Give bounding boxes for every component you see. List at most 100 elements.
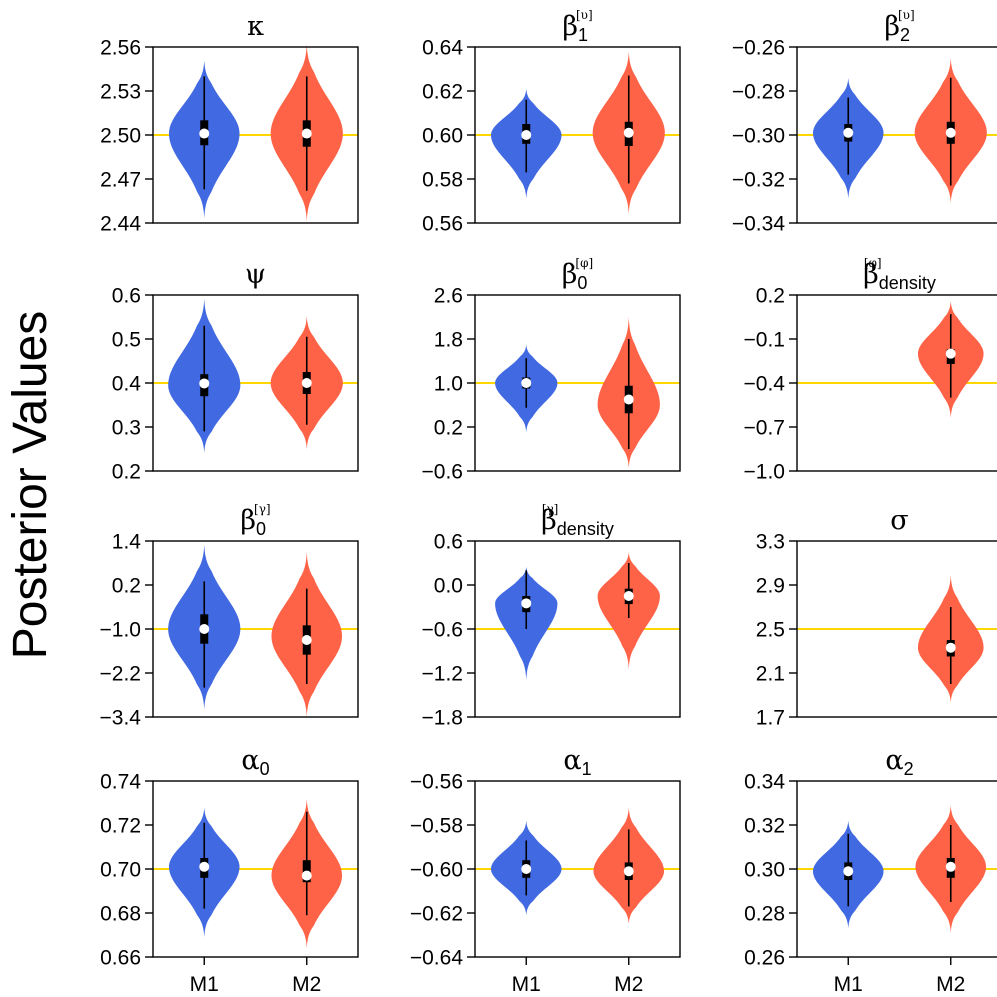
y-tick-label: 2.53 xyxy=(100,81,141,104)
panel-title-base: α xyxy=(241,745,259,776)
median-point-m2 xyxy=(623,394,634,405)
y-tick-label: 0.32 xyxy=(744,815,785,838)
panel-title-superscript: [υ] xyxy=(898,8,915,22)
y-tick-label: 0.2 xyxy=(112,575,141,598)
panel-title: βdensity[γ] xyxy=(541,502,614,539)
y-tick-label: 0.26 xyxy=(744,947,785,970)
panel-2: β1[υ]0.560.580.600.620.64 xyxy=(422,8,681,236)
y-tick-label: 0.56 xyxy=(422,213,463,236)
panel-title: β0[φ] xyxy=(562,256,593,293)
panel-8: βdensity[γ]−1.8−1.2−0.60.00.6 xyxy=(422,502,681,730)
panel-title: β1[υ] xyxy=(562,8,592,45)
median-point-m1 xyxy=(521,598,532,609)
median-point-m1 xyxy=(199,624,210,634)
median-point-m1 xyxy=(521,378,532,388)
y-tick-label: 1.8 xyxy=(434,329,463,352)
y-tick-label: 0.64 xyxy=(422,37,463,60)
panel-title-subscript: 1 xyxy=(578,25,588,45)
y-tick-label: −1.8 xyxy=(422,707,463,730)
x-tick-label: M1 xyxy=(190,973,219,996)
y-tick-label: 0.3 xyxy=(112,417,141,440)
y-tick-label: 0.2 xyxy=(756,285,785,308)
y-tick-label: 2.1 xyxy=(756,663,785,686)
panel-title: α2 xyxy=(885,745,913,779)
panel-title-base: κ xyxy=(247,11,264,42)
y-tick-label: 2.44 xyxy=(100,213,141,236)
y-tick-label: −3.4 xyxy=(100,707,142,730)
y-tick-label: 2.5 xyxy=(756,619,785,642)
y-tick-label: 0.5 xyxy=(112,329,141,352)
x-tick-label: M1 xyxy=(512,973,541,996)
median-point-m1 xyxy=(199,861,210,872)
panel-title-subscript: 2 xyxy=(904,759,914,779)
panel-title-subscript: 0 xyxy=(577,273,587,293)
panel-title-base: β xyxy=(240,505,256,536)
y-tick-label: 2.47 xyxy=(100,169,141,192)
y-tick-label: −0.6 xyxy=(422,619,463,642)
panel-6: βdensity[φ]−1.0−0.7−0.4−0.10.2 xyxy=(744,256,997,484)
panel-1: κ 2.44 2.47 2.50 2.53 2.56 xyxy=(100,11,359,236)
panel-title-base: β xyxy=(884,11,900,42)
median-point-m1 xyxy=(521,130,532,140)
y-tick-label: −0.32 xyxy=(732,169,785,192)
median-point-m2 xyxy=(945,861,956,872)
y-tick-label: 2.50 xyxy=(100,125,141,148)
panel-title-subscript: density xyxy=(557,519,614,539)
median-point-m2 xyxy=(945,642,956,653)
panel-title-base: α xyxy=(885,745,903,776)
y-tick-label: −0.26 xyxy=(732,37,785,60)
panel-title: α1 xyxy=(563,745,591,779)
panel-title: ψ xyxy=(245,259,266,290)
y-tick-label: −0.7 xyxy=(744,417,785,440)
y-tick-label: 0.60 xyxy=(422,125,463,148)
panel-title-base: σ xyxy=(890,505,908,536)
y-tick-label: 0.68 xyxy=(100,903,141,926)
panel-7: β0[γ]−3.4−2.2−1.00.21.4 xyxy=(100,502,359,730)
y-tick-label: 0.72 xyxy=(100,815,141,838)
y-tick-label: −0.4 xyxy=(744,373,786,396)
median-point-m2 xyxy=(301,378,312,388)
median-point-m2 xyxy=(945,127,956,138)
panel-title: σ xyxy=(890,505,908,536)
median-point-m2 xyxy=(301,870,312,881)
y-tick-label: 0.58 xyxy=(422,169,463,192)
y-tick-label: 2.56 xyxy=(100,37,141,60)
panel-title-superscript: [φ] xyxy=(864,256,882,270)
y-tick-label: 0.28 xyxy=(744,903,785,926)
y-tick-label: 0.34 xyxy=(744,771,785,794)
panel-3: β2[υ]−0.34−0.32−0.30−0.28−0.26 xyxy=(732,8,997,236)
median-point-m2 xyxy=(301,635,312,645)
panel-title-subscript: 2 xyxy=(900,25,910,45)
y-tick-label: 2.9 xyxy=(756,575,785,598)
y-tick-label: −0.62 xyxy=(410,903,463,926)
panel-title-subscript: 0 xyxy=(260,759,270,779)
panel-title-subscript: density xyxy=(879,273,936,293)
y-tick-label: 0.30 xyxy=(744,859,785,882)
y-tick-label: −0.6 xyxy=(422,461,463,484)
panel-title-subscript: 1 xyxy=(582,759,592,779)
panel-9: σ1.72.12.52.93.3 xyxy=(756,505,997,730)
y-axis-label: Posterior Values xyxy=(4,311,57,660)
y-tick-label: −0.28 xyxy=(732,81,785,104)
y-tick-label: −2.2 xyxy=(100,663,141,686)
panel-5: β0[φ]−0.60.21.01.82.6 xyxy=(422,256,681,484)
y-tick-label: 0.4 xyxy=(112,373,142,396)
panel-title: κ xyxy=(247,11,264,42)
median-point-m1 xyxy=(521,864,532,874)
y-tick-label: −1.0 xyxy=(100,619,141,642)
panel-title-base: β xyxy=(541,505,557,536)
y-tick-label: −0.60 xyxy=(410,859,463,882)
y-tick-label: 0.2 xyxy=(434,417,463,440)
y-tick-label: 0.0 xyxy=(434,575,463,598)
median-point-m1 xyxy=(199,378,210,389)
panel-title: β0[γ] xyxy=(240,502,270,539)
y-tick-label: −0.64 xyxy=(410,947,463,970)
y-tick-label: 0.62 xyxy=(422,81,463,104)
x-tick-label: M2 xyxy=(614,973,643,996)
x-tick-label: M2 xyxy=(292,973,321,996)
panel-title-superscript: [υ] xyxy=(576,8,593,22)
y-tick-label: −0.56 xyxy=(410,771,463,794)
